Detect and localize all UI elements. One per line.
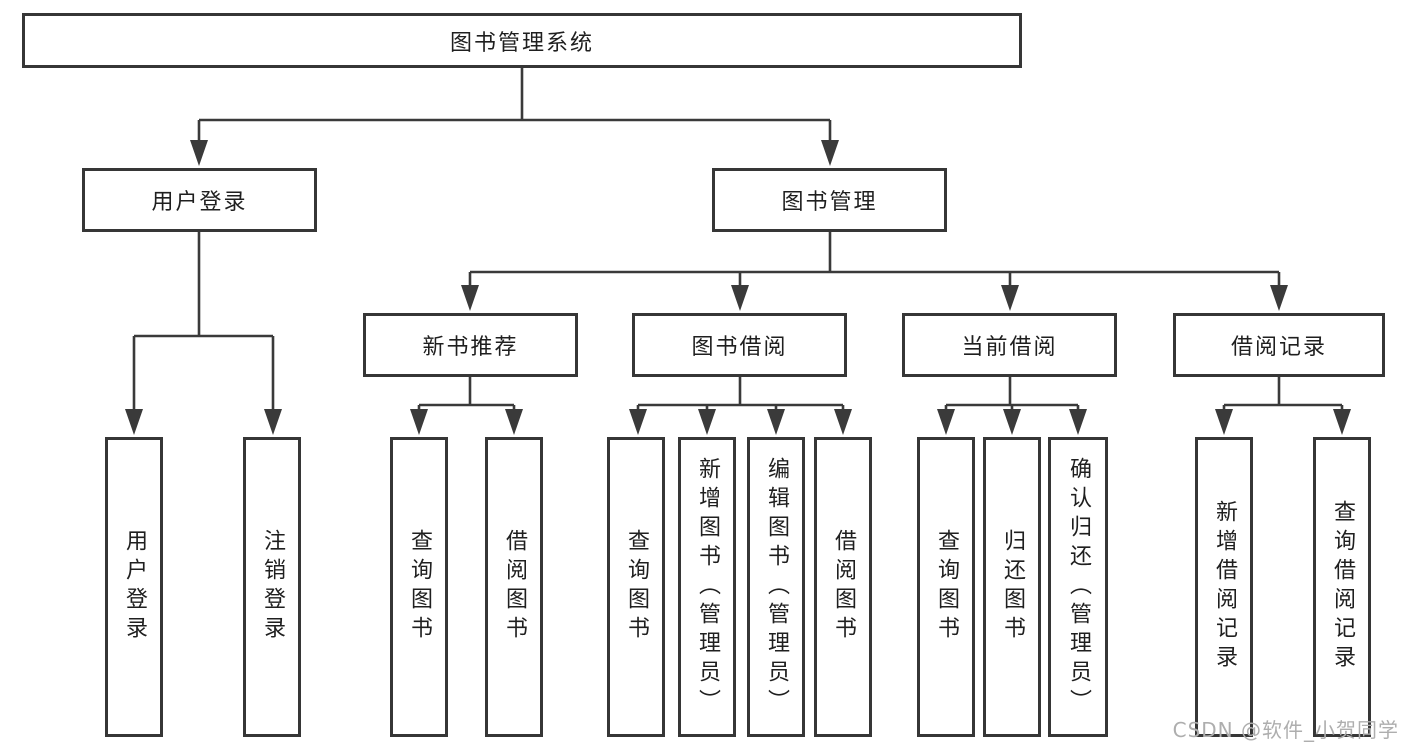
leaf-user-login: 用户登录: [105, 437, 163, 737]
node-current-borrowing: 当前借阅: [902, 313, 1117, 377]
leaf-edit-books-admin: 编辑图书（管理员）: [747, 437, 805, 737]
leaf-query-borrow-record: 查询借阅记录: [1313, 437, 1371, 737]
leaf-add-borrow-record: 新增借阅记录: [1195, 437, 1253, 737]
leaf-query-borrow-record-label: 查询借阅记录: [1330, 500, 1355, 674]
leaf-query-books-recommend: 查询图书: [390, 437, 448, 737]
leaf-add-borrow-record-label: 新增借阅记录: [1212, 500, 1237, 674]
arrowheads: [125, 140, 1351, 435]
node-book-borrowing: 图书借阅: [632, 313, 847, 377]
leaf-borrow-books-recommend: 借阅图书: [485, 437, 543, 737]
leaf-confirm-return-admin: 确认归还（管理员）: [1048, 437, 1108, 737]
leaf-query-books-current-label: 查询图书: [934, 529, 959, 645]
leaf-confirm-return-admin-label: 确认归还（管理员）: [1066, 456, 1091, 718]
leaf-query-books-current: 查询图书: [917, 437, 975, 737]
leaf-add-books-admin-label: 新增图书（管理员）: [695, 456, 720, 718]
node-borrowing-records: 借阅记录: [1173, 313, 1385, 377]
node-new-book-recommendation: 新书推荐: [363, 313, 578, 377]
leaf-edit-books-admin-label: 编辑图书（管理员）: [764, 456, 789, 718]
leaf-borrow-books-recommend-label: 借阅图书: [502, 529, 527, 645]
leaf-logout: 注销登录: [243, 437, 301, 737]
leaf-borrow-books: 借阅图书: [814, 437, 872, 737]
leaf-query-books-borrowing-label: 查询图书: [624, 529, 649, 645]
leaf-return-books-label: 归还图书: [1000, 529, 1025, 645]
node-book-management-branch: 图书管理: [712, 168, 947, 232]
leaf-query-books-borrowing: 查询图书: [607, 437, 665, 737]
node-user-login-branch: 用户登录: [82, 168, 317, 232]
leaf-query-books-recommend-label: 查询图书: [407, 529, 432, 645]
leaf-user-login-label: 用户登录: [122, 529, 147, 645]
leaf-return-books: 归还图书: [983, 437, 1041, 737]
leaf-logout-label: 注销登录: [260, 529, 285, 645]
csdn-watermark: CSDN @软件_小贺同学: [1172, 718, 1399, 742]
leaf-borrow-books-label: 借阅图书: [831, 529, 856, 645]
leaf-add-books-admin: 新增图书（管理员）: [678, 437, 736, 737]
node-library-management-system: 图书管理系统: [22, 13, 1022, 68]
